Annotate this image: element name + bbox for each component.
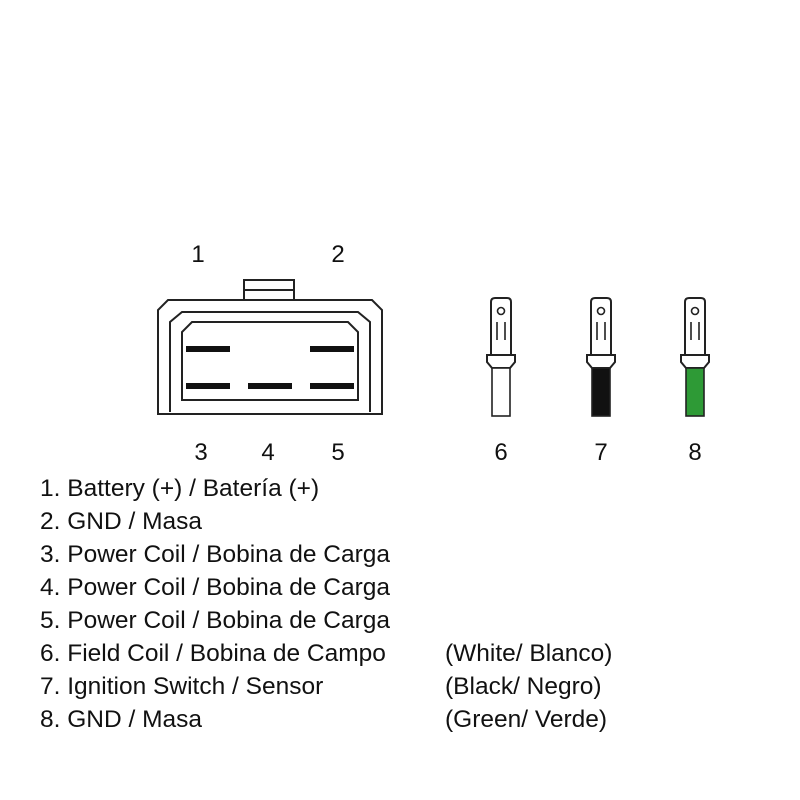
legend-wire-color: (Black/ Negro) [445, 673, 602, 700]
connector-label-3: 3 [194, 439, 207, 466]
terminal-crimp [586, 354, 616, 369]
wire-6 [491, 367, 511, 417]
legend-text: 8. GND / Masa [40, 706, 203, 733]
terminal-crimp [486, 354, 516, 369]
terminal-7 [586, 297, 616, 417]
connector-label-5: 5 [331, 439, 344, 466]
legend-text: 3. Power Coil / Bobina de Carga [40, 541, 390, 568]
pin-3-blade [186, 383, 230, 389]
connector-label-1: 1 [191, 241, 204, 268]
terminal-label-8: 8 [688, 439, 701, 466]
connector-label-4: 4 [261, 439, 274, 466]
pin-2-blade [310, 346, 354, 352]
legend-text: 2. GND / Masa [40, 508, 203, 535]
connector-pins [186, 346, 354, 389]
legend-text: 7. Ignition Switch / Sensor [40, 673, 324, 700]
terminal-crimp [680, 354, 710, 369]
wire-8 [685, 367, 705, 417]
legend-text: 6. Field Coil / Bobina de Campo [40, 640, 386, 667]
connector-label-2: 2 [331, 241, 344, 268]
pin-1-blade [186, 346, 230, 352]
spade-blade [590, 297, 612, 356]
blade-slot [496, 322, 506, 340]
terminal-label-6: 6 [494, 439, 507, 466]
pin-4-blade [248, 383, 292, 389]
legend-text: 4. Power Coil / Bobina de Carga [40, 574, 390, 601]
legend-text: 5. Power Coil / Bobina de Carga [40, 607, 390, 634]
terminal-label-7: 7 [594, 439, 607, 466]
legend-wire-color: (White/ Blanco) [445, 640, 613, 667]
blade-hole [596, 306, 606, 316]
terminal-8 [680, 297, 710, 417]
blade-slot [690, 322, 700, 340]
wire-7 [591, 367, 611, 417]
legend-wire-color: (Green/ Verde) [445, 706, 608, 733]
pin-5-blade [310, 383, 354, 389]
blade-hole [690, 306, 700, 316]
blade-hole [496, 306, 506, 316]
legend-text: 1. Battery (+) / Batería (+) [40, 475, 320, 502]
spade-blade [684, 297, 706, 356]
terminal-6 [486, 297, 516, 417]
blade-slot [596, 322, 606, 340]
spade-blade [490, 297, 512, 356]
